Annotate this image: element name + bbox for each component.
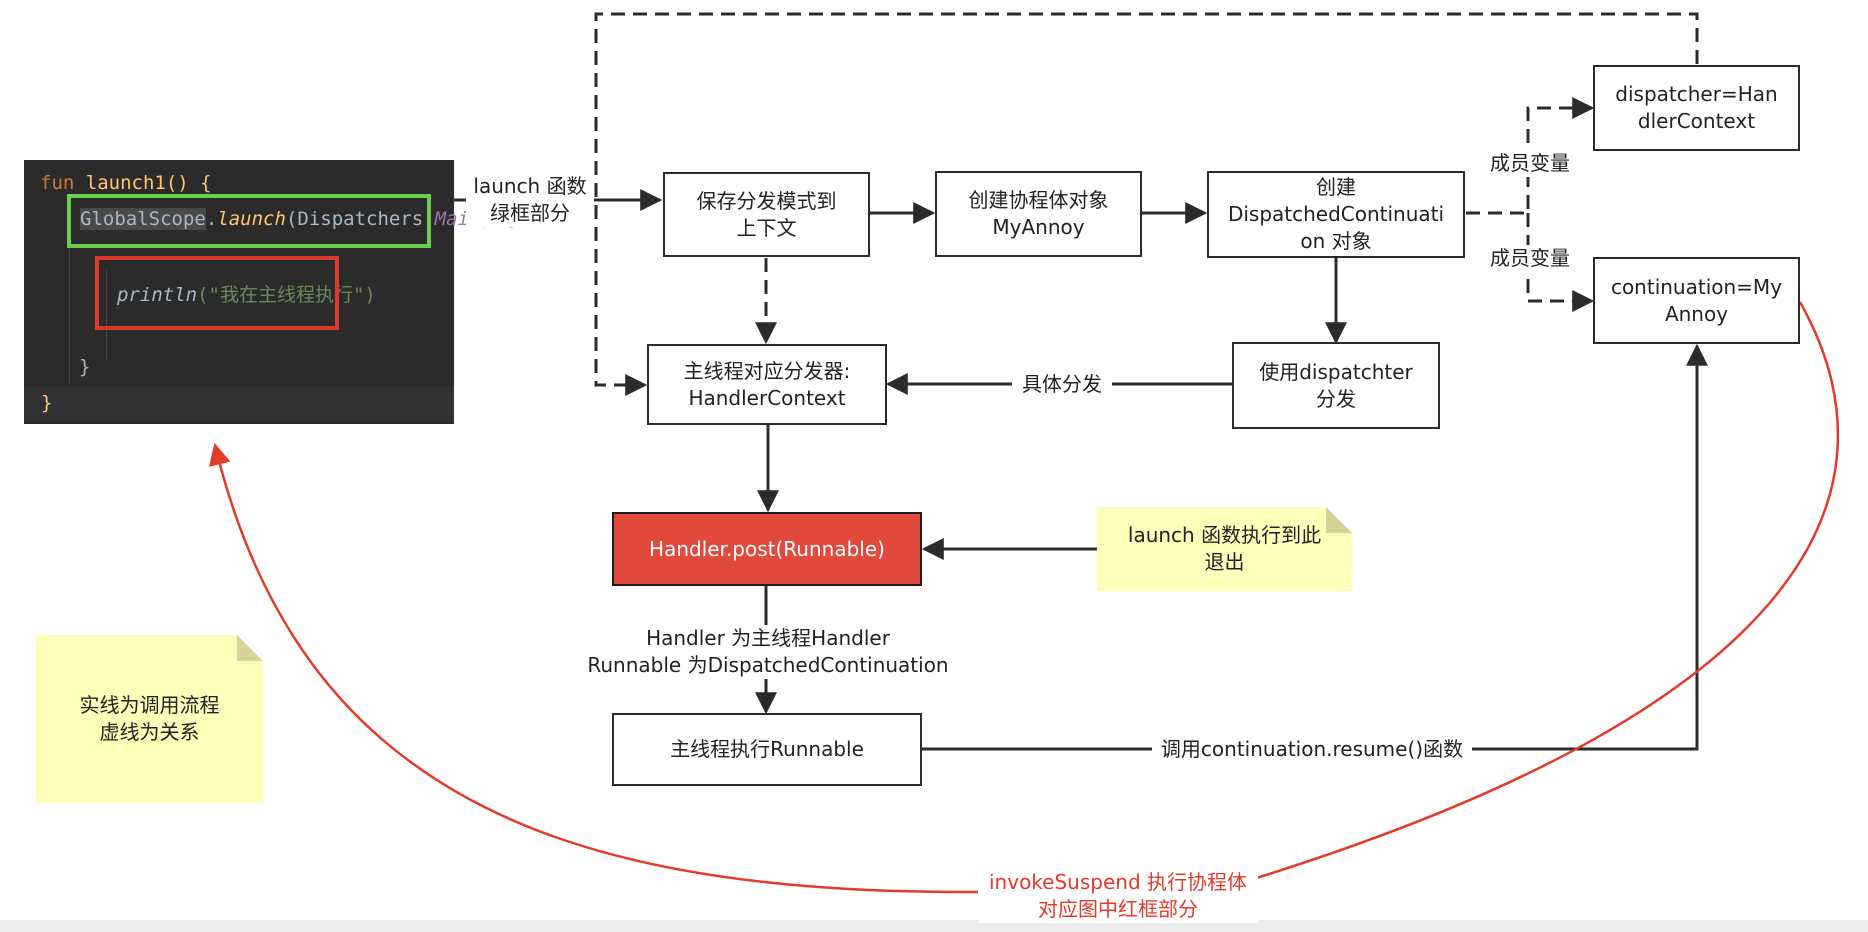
node-use-dispatcher: 使用dispatchter 分发 bbox=[1232, 342, 1440, 429]
code-string: ("我在主线程执行") bbox=[197, 284, 376, 306]
node-continuation-myannoy: continuation=My Annoy bbox=[1593, 257, 1800, 344]
label-concrete-dispatch: 具体分发 bbox=[1012, 371, 1112, 398]
code-token: (Dispatchers. bbox=[285, 208, 435, 230]
edge-dispatcher-relation bbox=[594, 12, 1699, 396]
node-create-dispatched-continuation: 创建 DispatchedContinuati on 对象 bbox=[1207, 171, 1465, 258]
code-line-4: } bbox=[79, 354, 90, 380]
node-main-thread-exec: 主线程执行Runnable bbox=[612, 713, 922, 786]
note-legend: 实线为调用流程 虚线为关系 bbox=[36, 635, 263, 803]
label-handler-description: Handler 为主线程Handler Runnable 为Dispatched… bbox=[580, 625, 956, 679]
note-launch-exit: launch 函数执行到此 退出 bbox=[1097, 507, 1352, 591]
green-frame bbox=[67, 194, 431, 248]
label-member-variable: 成员变量 bbox=[1480, 150, 1580, 177]
indent-guide bbox=[69, 224, 70, 384]
node-save-dispatch-mode: 保存分发模式到 上下文 bbox=[663, 172, 870, 257]
label-launch-green: launch 函数 绿框部分 bbox=[466, 173, 594, 227]
node-dispatcher-handler-context: dispatcher=Han dlerContext bbox=[1593, 65, 1800, 151]
note-fold bbox=[237, 635, 263, 661]
bottom-strip bbox=[0, 920, 1868, 932]
note-text: 实线为调用流程 虚线为关系 bbox=[79, 693, 220, 744]
code-line-5: } bbox=[41, 390, 52, 416]
code-object: GlobalScope bbox=[80, 208, 206, 230]
label-call-resume: 调用continuation.resume()函数 bbox=[1152, 736, 1472, 763]
label-invoke-suspend: invokeSuspend 执行协程体 对应图中红框部分 bbox=[978, 869, 1258, 923]
note-text: launch 函数执行到此 退出 bbox=[1127, 523, 1322, 574]
code-brace: } bbox=[79, 356, 91, 378]
code-token: . bbox=[205, 208, 218, 230]
code-screenshot: fun launch1() { GlobalScope.launch(Dispa… bbox=[24, 160, 515, 424]
code-keyword: fun bbox=[40, 172, 75, 194]
indent-guide bbox=[106, 270, 107, 360]
code-line-1: fun launch1() { bbox=[40, 170, 212, 196]
code-token: () { bbox=[165, 172, 212, 194]
note-fold bbox=[1326, 507, 1352, 533]
code-function-name: launch1 bbox=[85, 172, 166, 194]
current-line-highlight bbox=[24, 386, 454, 422]
label-member-variable: 成员变量 bbox=[1480, 245, 1580, 272]
edge-member-continuation bbox=[1526, 213, 1595, 312]
code-line-3: println("我在主线程执行") bbox=[117, 282, 376, 308]
node-handler-post: Handler.post(Runnable) bbox=[612, 512, 922, 586]
red-frame bbox=[95, 256, 339, 330]
code-function-call: launch bbox=[217, 208, 286, 230]
node-main-thread-dispatcher: 主线程对应分发器: HandlerContext bbox=[647, 344, 887, 425]
code-function-call: println bbox=[117, 284, 198, 306]
code-brace: } bbox=[41, 392, 53, 414]
node-create-coroutine: 创建协程体对象 MyAnnoy bbox=[935, 171, 1142, 257]
